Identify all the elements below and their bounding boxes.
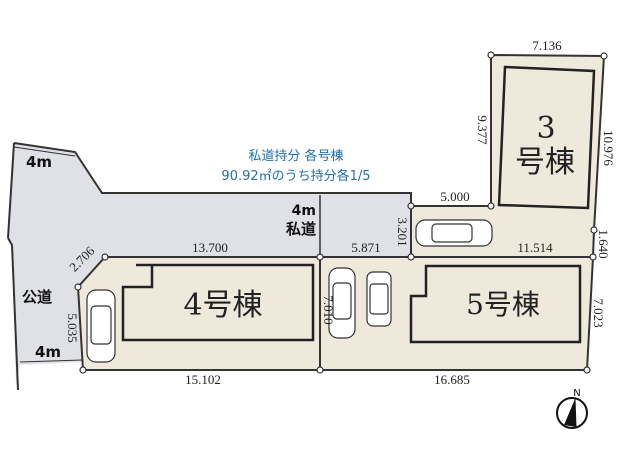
dim-7010: 7.010 — [321, 295, 336, 324]
building-4-outline — [121, 263, 315, 342]
public-road-width-bottom: 4m — [35, 343, 61, 361]
dim-1640: 1.640 — [596, 229, 611, 258]
car-icon — [366, 271, 392, 327]
road-width-line-bottom — [19, 359, 83, 363]
building-3-outline — [497, 65, 596, 210]
building-3-suffix: 号棟 — [515, 145, 575, 180]
dim-7136: 7.136 — [532, 38, 562, 53]
road-width-line-top — [13, 146, 76, 157]
dim-3201: 3.201 — [395, 217, 410, 246]
car-icon — [86, 289, 116, 363]
lot-5 — [319, 256, 595, 371]
private-road-label: 私道 — [285, 220, 316, 238]
car-icon — [415, 219, 493, 247]
public-road-label: 公道 — [22, 288, 52, 306]
private-road-width: 4m — [292, 203, 316, 219]
dim-9377: 9.377 — [475, 115, 490, 145]
dim-11514: 11.514 — [517, 240, 553, 255]
road-area — [8, 143, 412, 385]
dim-5871: 5.871 — [351, 240, 380, 255]
vertex-markers — [74, 51, 608, 374]
dim-5000: 5.000 — [440, 189, 469, 204]
dim-16685: 16.685 — [434, 372, 470, 387]
road-edge — [7, 142, 15, 239]
private-road-share-line1: 私道持分 各号棟 — [248, 148, 343, 164]
building-3-number: 3 — [536, 111, 555, 146]
dim-5035: 5.035 — [65, 313, 80, 342]
road-edge — [7, 237, 19, 391]
north-arrow-icon — [556, 397, 588, 429]
building-4-label: 4号棟 — [183, 288, 262, 323]
lot-4 — [76, 256, 321, 371]
car-icon — [328, 267, 356, 339]
road-edge — [13, 142, 320, 194]
north-label: N — [573, 388, 580, 399]
dim-7023: 7.023 — [591, 298, 606, 327]
public-road-width-top: 4m — [26, 153, 52, 171]
building-5-label: 5号棟 — [466, 288, 540, 321]
dim-13700: 13.700 — [192, 240, 228, 255]
dim-10976: 10.976 — [601, 130, 616, 166]
building-5-outline — [409, 264, 582, 344]
private-road-share-line2: 90.92㎡のうち持分各1/5 — [221, 168, 370, 184]
dim-15102: 15.102 — [185, 372, 221, 387]
